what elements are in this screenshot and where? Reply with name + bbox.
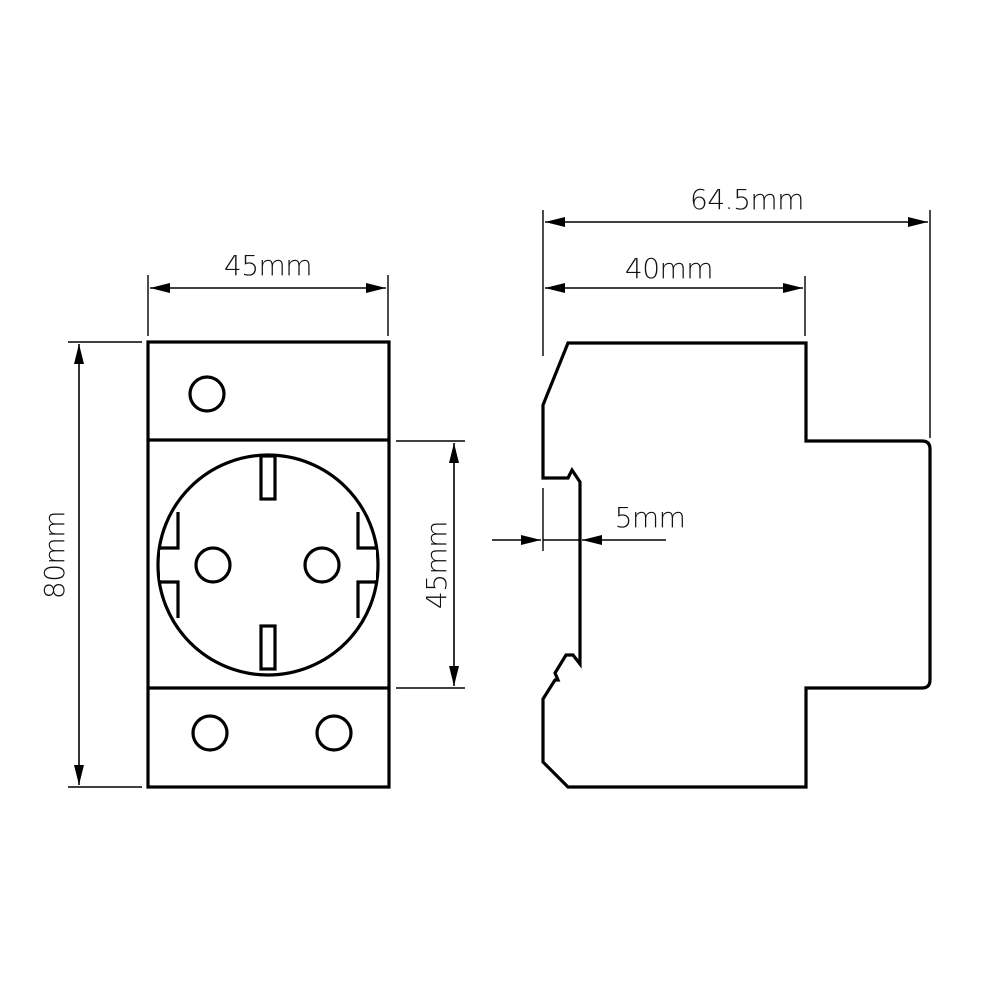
front-height-label: 80mm [38,511,71,599]
socket-rim [156,453,380,677]
side-profile-outline [541,341,932,789]
bottom-right-terminal-hole-icon [315,714,353,752]
socket-right-notch [356,580,376,618]
rail-offset-dimension: 5mm [492,488,686,551]
socket-face-label: 45mm [420,521,453,609]
earthing-clip-top [259,454,277,501]
rail-offset-label: 5mm [615,501,686,534]
bottom-left-terminal-hole-icon [191,714,229,752]
body-depth-dimension: 40mm [545,252,806,336]
socket-pin-hole-right-icon [303,546,341,584]
total-depth-label: 64.5mm [690,183,804,216]
front-width-dimension: 45mm [147,249,389,336]
front-width-label: 45mm [224,249,312,282]
socket-left-notch [160,580,180,618]
front-height-dimension: 80mm [38,341,142,788]
socket-left-notch [160,512,180,550]
top-mounting-hole-icon [188,375,226,413]
socket-pin-hole-left-icon [194,546,232,584]
front-view: 45mm 80mm 45mm [38,249,465,789]
earthing-clip-bottom [259,624,277,671]
side-view: 64.5mm 40mm 5mm [492,183,932,789]
body-depth-label: 40mm [625,252,713,285]
socket-right-notch [356,512,376,550]
schuko-socket-icon [156,453,380,677]
total-depth-dimension: 64.5mm [542,183,931,438]
front-body-outline [146,340,391,789]
socket-face-dimension: 45mm [396,440,465,689]
